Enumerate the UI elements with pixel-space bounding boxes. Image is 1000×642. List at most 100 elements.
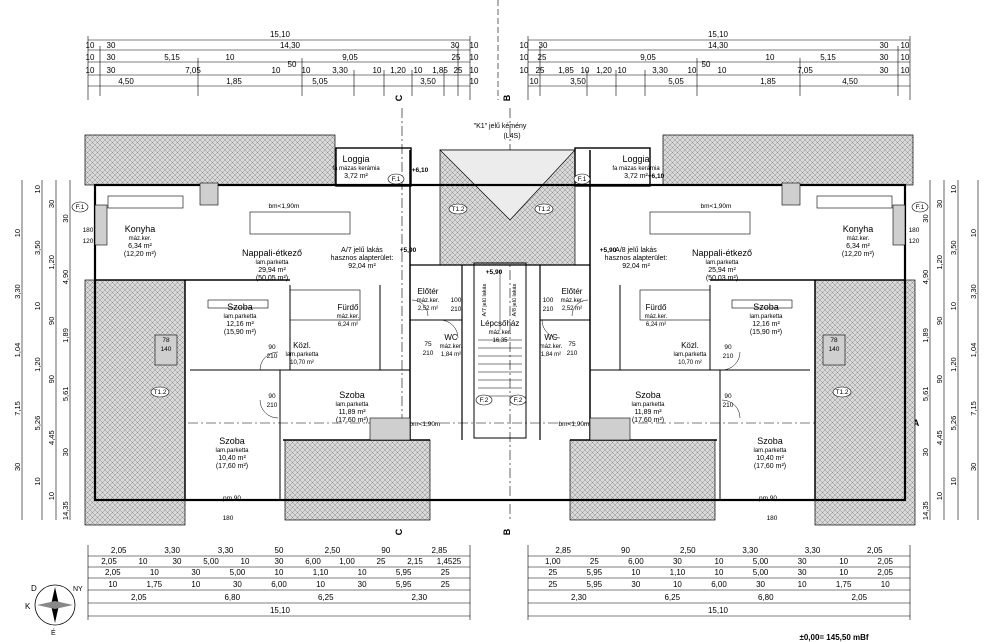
kitchen-right-area: 6,34 m²: [846, 243, 870, 250]
door-dim: 90: [268, 344, 276, 351]
door-dim: 100: [451, 297, 462, 304]
dim-label: 1,20: [596, 66, 612, 75]
living-right-area2: (50,03 m²): [706, 275, 738, 282]
door-dim: 75: [424, 341, 432, 348]
side-dim-label: 30: [969, 463, 978, 471]
bottom-dim-label: 30: [756, 580, 765, 589]
hall-right-floor: máz.ker.: [561, 298, 584, 304]
bottom-dim-label: 10: [275, 568, 284, 577]
note-a8-jelu: A/8 jelű lakás: [512, 283, 518, 316]
section-mark-a-right: A: [913, 418, 920, 428]
dim-label: 50: [702, 60, 711, 69]
bottom-dim-label: 6,80: [224, 593, 240, 602]
living-left-area: 29,94 m²: [258, 267, 286, 274]
bottom-dim-label: 10: [150, 568, 159, 577]
compass-d-label: D: [31, 584, 37, 593]
door-dim: 180: [909, 227, 920, 234]
door-dimensions: 100 210 100 210 90 210 90 210 90 210 90 …: [83, 227, 920, 522]
bottom-dim-label: 10: [839, 557, 848, 566]
side-dim-label: 30: [921, 448, 930, 456]
living-right-area: 25,94 m²: [708, 267, 736, 274]
bottom-dim-label: 2,30: [571, 593, 587, 602]
dim-label: 1,85: [432, 66, 448, 75]
bottom-dim-label: 10: [798, 580, 807, 589]
kitchen-left-name: Konyha: [125, 224, 156, 234]
dim-label: 1,85: [558, 66, 574, 75]
bottom-dim-total: 15,10: [708, 606, 729, 615]
bottom-dim-label: 5,95: [396, 580, 412, 589]
side-dimension-lines: [21, 180, 979, 520]
bottom-dim-label: 2,05: [877, 568, 893, 577]
bottom-dim-label: 2,05: [851, 593, 867, 602]
roof-areas: [84, 134, 916, 526]
room-labels: Loggia fa mázas kerámia 3,72 m² Loggia f…: [124, 154, 874, 470]
apt-right-area: 92,04 m²: [622, 263, 650, 270]
side-dim-label: 10: [33, 185, 42, 193]
wc-left-floor: máz.ker.: [440, 344, 463, 350]
bottom-dim-label: 5,00: [753, 568, 769, 577]
bottom-dim-label: 6,00: [305, 557, 321, 566]
dim-label: 5,15: [164, 53, 180, 62]
corr-left-area: 10,70 m²: [290, 360, 314, 366]
side-dim-label: 4,45: [47, 430, 56, 445]
room3-left-area2: (17,60 m²): [216, 463, 248, 470]
tag-t12-top-right: T1.2: [537, 206, 550, 213]
room3-left-name: Szoba: [219, 436, 245, 446]
note-lvl-610-right: +6,10: [648, 173, 665, 180]
dim-label: 10: [373, 66, 382, 75]
side-dim-label: 4,45: [935, 430, 944, 445]
bottom-dim-label: 6,00: [711, 580, 727, 589]
tag-f1-loggia-right: F.1: [578, 176, 587, 183]
tag-f1-left: F.1: [76, 204, 85, 211]
side-dim-label: 7,15: [969, 401, 978, 416]
bottom-dim-label: 5,00: [230, 568, 246, 577]
bottom-dim-label: 2,05: [877, 557, 893, 566]
bottom-dim-label: 6,25: [318, 593, 334, 602]
loggia-left-floor: fa mázas kerámia: [332, 166, 380, 172]
bottom-dim-label: 5,95: [587, 580, 603, 589]
bottom-dim-label: 1,75: [836, 580, 852, 589]
bottom-dim-label: 10: [241, 557, 250, 566]
bottom-dim-label: 6,00: [271, 580, 287, 589]
note-pm-right: pm 90: [759, 495, 777, 502]
note-lvl-590-right: +5,90: [600, 247, 617, 254]
apt-left-title: A/7 jelű lakás: [341, 247, 383, 254]
side-dim-label: 3,50: [949, 240, 958, 255]
note-level-bottom: ±0,00= 145,50 mBf: [799, 633, 868, 642]
left-dimension-labels: 103030103,501,204,903,3010901,891,041,20…: [13, 185, 70, 520]
room3-left-floor: lam.parketta: [215, 448, 249, 454]
room2-left-area2: (17,60 m²): [336, 417, 368, 424]
door-dim: 78: [162, 337, 170, 344]
door-dim: 75: [568, 341, 576, 348]
dim-label: 10: [470, 41, 479, 50]
dim-label: 9,05: [640, 53, 656, 62]
dim-label: 10: [414, 66, 423, 75]
bottom-dim-label: 10: [631, 568, 640, 577]
side-dim-label: 3,30: [13, 284, 22, 299]
apt-right-sub: hasznos alapterület:: [605, 255, 668, 262]
stairs-name: Lépcsőház: [481, 319, 520, 328]
corr-left-name: Közl.: [293, 341, 311, 350]
bottom-dim-label: 2,50: [325, 546, 341, 555]
dim-label: 30: [107, 66, 116, 75]
side-dim-label: 90: [47, 317, 56, 325]
stairs-area: 16,35: [492, 338, 508, 344]
corr-left-floor: lam.parketta: [285, 352, 319, 358]
dim-label: 4,50: [118, 77, 134, 86]
door-dim: 78: [830, 337, 838, 344]
side-dim-label: 90: [935, 317, 944, 325]
side-dim-label: 90: [47, 375, 56, 383]
tag-t12-left: T1.2: [153, 389, 166, 396]
dim-label: 10: [520, 66, 529, 75]
dim-label: 5,05: [668, 77, 684, 86]
side-dim-label: 3,30: [969, 284, 978, 299]
bottom-dim-label: 30: [358, 580, 367, 589]
bottom-dim-total: 15,10: [270, 606, 291, 615]
side-dim-label: 10: [13, 229, 22, 237]
door-dim: 90: [724, 393, 732, 400]
bottom-dim-label: 25: [441, 568, 450, 577]
chimney-sub: (L4S): [503, 133, 520, 140]
dim-label: 10: [901, 41, 910, 50]
dim-top-right-total: 15,10: [708, 30, 729, 39]
